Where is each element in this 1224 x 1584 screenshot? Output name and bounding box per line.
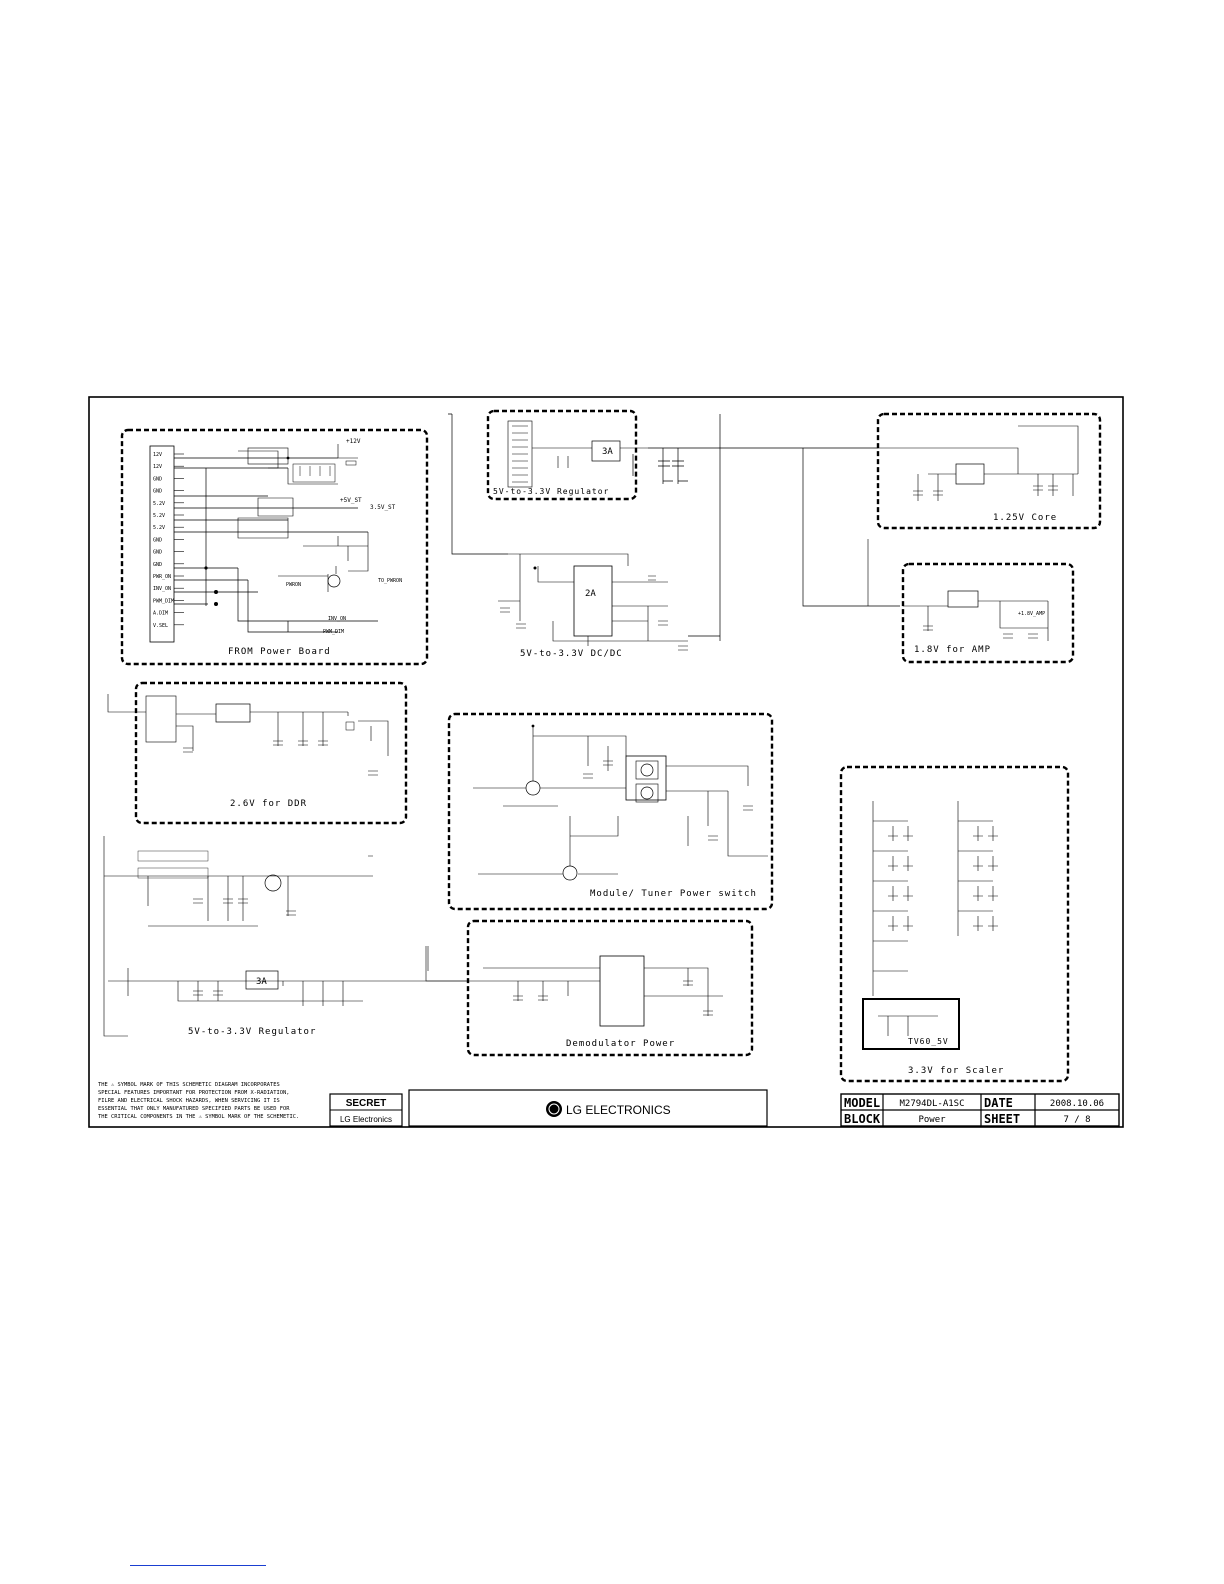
block-title-from-power-board: FROM Power Board — [228, 647, 331, 657]
net-to-pwron: TO_PWRON — [378, 578, 402, 584]
block-ddr-26v: 2.6V for DDR — [107, 681, 408, 825]
block-scaler-33v: TV60_5V 3.3V for Scaler — [839, 765, 1070, 1083]
connector-pin-label: GND — [153, 550, 162, 556]
connector-pin-label: 5.2V — [153, 501, 165, 507]
connector-pin-label: PWM_DIM — [153, 598, 174, 604]
lg-logo-icon — [546, 1101, 562, 1117]
reg-bottom-current: 3A — [256, 977, 267, 987]
schematic-drawing: 12V 12V GND GND 5.2V 5.2V 5.2V GND GND GND PWR_ON I… — [88, 396, 1124, 1128]
block-from-power-board: 12V 12V GND GND 5.2V 5.2V 5.2V GND GND GND PWR_ON I… — [120, 428, 429, 666]
dcdc-ic — [573, 565, 613, 637]
net-plus5v-st: +5V_ST — [340, 497, 362, 504]
block-core-125v: 1.25V Core — [876, 412, 1102, 530]
connector-pin-label: V.SEL — [153, 623, 168, 629]
date-label: DATE — [984, 1096, 1013, 1110]
title-block: MODEL M2794DL-A1SC DATE 2008.10.06 BLOCK… — [840, 1093, 1120, 1127]
safety-note: THE ⚠ SYMBOL MARK OF THIS SCHEMETIC DIAG… — [98, 1082, 299, 1120]
connector-pin-label: INV_ON — [153, 586, 171, 592]
block-amp-18v: +1.8V_AMP 1.8V for AMP — [867, 539, 1075, 664]
connector-pin-label: GND — [153, 537, 162, 543]
block-dcdc-5v-33v: 2A 5V-to-3.3V DC/DC — [498, 553, 688, 659]
block-title-ddr: 2.6V for DDR — [230, 799, 307, 809]
model-value: M2794DL-A1SC — [899, 1099, 964, 1109]
sheet-frame — [88, 396, 1124, 1128]
block-demod-power: Demodulator Power — [425, 919, 754, 1057]
reg-top-current: 3A — [602, 447, 613, 457]
secret-stamp: SECRET LG Electronics — [329, 1093, 403, 1127]
stamp-lg-electronics: LG Electronics — [340, 1115, 392, 1124]
safety-note-line-3: FILRE AND ELECTRICAL SHOCK HAZARDS, WHEN… — [98, 1098, 280, 1104]
block-title-demod: Demodulator Power — [566, 1039, 675, 1049]
brand-name: LG ELECTRONICS — [566, 1103, 671, 1117]
main-bus-wiring — [448, 413, 900, 641]
bottom-link-rule — [130, 1565, 266, 1566]
connector-pin-label: GND — [153, 476, 162, 482]
sheet-label: SHEET — [984, 1112, 1020, 1126]
schematic-sheet: 12V 12V GND GND 5.2V 5.2V 5.2V GND GND GND PWR_ON I… — [88, 396, 1124, 1128]
block-label: BLOCK — [844, 1112, 881, 1126]
left-wiring — [103, 836, 468, 1037]
block-title-tv60: TV60_5V — [908, 1037, 949, 1046]
reg-ic-bottom — [245, 970, 279, 990]
model-label: MODEL — [844, 1096, 880, 1110]
net-pwron: PWRON — [286, 582, 301, 588]
block-module-tuner-switch: Module/ Tuner Power switch — [447, 712, 774, 911]
safety-note-line-4: ESSENTIAL THAT ONLY MANUFATURED SPECIFIE… — [98, 1106, 290, 1112]
net-pwm-dim: PWM_DIM — [323, 629, 344, 635]
connector-pin-label: 12V — [153, 452, 162, 458]
secret-label: SECRET — [346, 1098, 387, 1109]
connector-pin-list: 12V 12V GND GND 5.2V 5.2V 5.2V GND GND GND PWR_ON I… — [153, 452, 184, 629]
connector-pin-label: A.DIM — [153, 611, 168, 617]
connector-pin-label: GND — [153, 489, 162, 495]
block-title-reg-top: 5V-to-3.3V Regulator — [493, 487, 609, 496]
safety-note-line-1: THE ⚠ SYMBOL MARK OF THIS SCHEMETIC DIAG… — [98, 1082, 280, 1088]
block-title-core: 1.25V Core — [993, 513, 1057, 523]
block-value: Power — [918, 1115, 946, 1125]
block-title-amp: 1.8V for AMP — [914, 645, 991, 655]
brand-box: LG ELECTRONICS — [408, 1089, 768, 1127]
sheet-value: 7 / 8 — [1063, 1115, 1090, 1125]
net-plus18v-amp: +1.8V_AMP — [1018, 611, 1045, 617]
connector-pin-label: GND — [153, 562, 162, 568]
block-title-module-tuner: Module/ Tuner Power switch — [590, 889, 757, 899]
reg-ic-top — [591, 440, 621, 462]
block-title-reg-bottom: 5V-to-3.3V Regulator — [188, 1027, 316, 1037]
safety-note-line-5: THE CRITICAL COMPONENTS IN THE ⚠ SYMBOL … — [98, 1114, 299, 1120]
connector-pin-label: PWR_ON — [153, 574, 171, 580]
block-title-scaler: 3.3V for Scaler — [908, 1066, 1004, 1076]
date-value: 2008.10.06 — [1050, 1099, 1104, 1109]
connector-pin-label: 5.2V — [153, 513, 165, 519]
connector-p700 — [149, 445, 175, 643]
connector-pin-label: 5.2V — [153, 525, 165, 531]
net-inv-on: INV_ON — [328, 616, 346, 622]
block-reg-5v-33v-top: 3A 5V-to-3.3V Regulator — [486, 409, 648, 501]
net-35v-st: 3.5V_ST — [370, 504, 396, 511]
net-plus12v: +12V — [346, 438, 361, 445]
safety-note-line-2: SPECIAL FEATURES IMPORTANT FOR PROTECTIO… — [98, 1090, 289, 1096]
connector-pin-label: 12V — [153, 464, 162, 470]
block-title-dcdc: 5V-to-3.3V DC/DC — [520, 649, 623, 659]
dcdc-current: 2A — [585, 589, 596, 599]
